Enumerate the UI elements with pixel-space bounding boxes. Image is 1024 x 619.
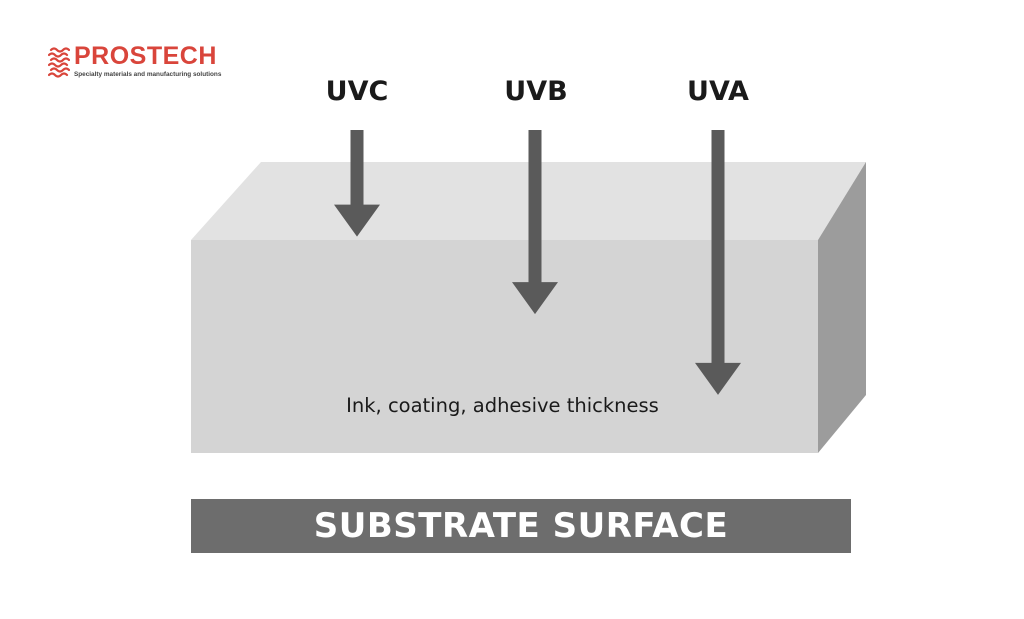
logo-tagline: Specialty materials and manufacturing so… bbox=[74, 71, 222, 78]
uvc-arrow bbox=[334, 130, 380, 237]
uvc-label: UVC bbox=[325, 76, 389, 107]
uva-label: UVA bbox=[687, 76, 749, 107]
substrate-surface-label-box: SUBSTRATE SURFACE bbox=[191, 499, 851, 553]
stacked-waves-icon bbox=[48, 47, 70, 78]
layer-thickness-label: Ink, coating, adhesive thickness bbox=[346, 394, 659, 417]
uv-arrows bbox=[334, 130, 741, 395]
substrate-bar bbox=[191, 499, 851, 553]
substrate-surface-label: SUBSTRATE SURFACE bbox=[313, 506, 729, 546]
prostech-logo: PROSTECH Specialty materials and manufac… bbox=[48, 44, 221, 79]
uva-arrow bbox=[695, 130, 741, 395]
logo-name: PROSTECH bbox=[74, 42, 217, 70]
uvb-arrow bbox=[512, 130, 558, 315]
uvb-label: UVB bbox=[504, 76, 568, 107]
layer-block-side-face bbox=[818, 162, 866, 453]
